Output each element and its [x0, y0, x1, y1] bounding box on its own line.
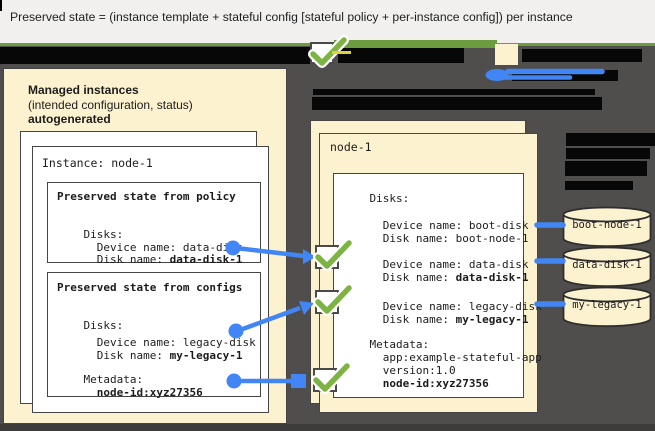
legend-highlight-tick	[332, 51, 351, 54]
redacted-bar	[565, 161, 647, 176]
autogenerated-label: autogenerated	[28, 112, 111, 126]
policy-line: Disks:	[83, 228, 124, 241]
policy-box-title: Preserved state from policy	[57, 190, 236, 203]
check-icon	[308, 35, 349, 68]
redacted-bar	[566, 133, 655, 146]
node1-line: Metadata:	[369, 338, 430, 351]
disk-label: boot-node-1	[572, 219, 642, 231]
node1-line: node-id:xyz27356	[382, 377, 489, 390]
legend-checkbox	[308, 35, 349, 68]
disk-label: my-legacy-1	[572, 299, 642, 311]
redacted-bar	[565, 181, 633, 190]
disk-cylinder-icon	[562, 246, 652, 288]
node1-title: node-1	[330, 140, 372, 154]
bottom-strip	[0, 424, 655, 431]
instance-title: Instance: node-1	[42, 156, 153, 170]
reference-dot-icon	[485, 69, 509, 81]
disk-label: data-disk-1	[572, 259, 642, 271]
configs-line: Metadata:	[83, 373, 144, 386]
configs-line: Disks:	[83, 319, 124, 332]
redacted-bar	[312, 97, 602, 110]
node1-line: Disk name: data-disk-1	[369, 271, 529, 284]
corner-mark	[0, 0, 2, 11]
redacted-bar	[566, 148, 650, 159]
node1-line: Disk name: boot-node-1	[369, 232, 529, 245]
redacted-bar	[522, 49, 642, 62]
node1-line: version:1.0	[369, 364, 456, 377]
configs-line: Device name: legacy-disk	[83, 336, 256, 349]
node1-line: Device name: boot-disk	[369, 219, 529, 232]
configs-line: Disk name: my-legacy-1	[83, 349, 243, 362]
configs-line: node-id:xyz27356	[96, 386, 203, 399]
preserved-checkbox-metadata	[311, 361, 352, 394]
disk-cylinder-icon	[562, 286, 652, 328]
legend-instance-swatch	[495, 44, 518, 65]
disk-my-legacy-1: my-legacy-1	[561, 285, 653, 329]
configs-box	[47, 272, 261, 397]
node1-line: Disk name: my-legacy-1	[369, 313, 529, 326]
page-title: Preserved state = (instance template + s…	[10, 10, 573, 24]
policy-line: Disk name: data-disk-1	[83, 253, 243, 266]
legend-green-bar	[334, 40, 497, 48]
redacted-bar	[313, 89, 595, 95]
managed-instances-subheading: (intended configuration, status)	[28, 98, 193, 112]
title-bar	[0, 0, 655, 43]
check-icon	[311, 361, 352, 394]
policy-box	[47, 182, 261, 263]
disk-cylinder-icon	[562, 206, 652, 248]
disk-data-disk-1: data-disk-1	[561, 245, 653, 289]
managed-instances-heading: Managed instances	[28, 83, 139, 97]
node1-line: Device name: data-disk	[369, 258, 529, 271]
node1-disks-box	[333, 173, 524, 398]
node1-line: Device name: legacy-disk	[369, 300, 542, 313]
redacted-bar	[512, 70, 618, 81]
check-icon	[313, 238, 354, 271]
check-icon	[313, 283, 354, 316]
disk-boot-node-1: boot-node-1	[561, 205, 653, 249]
node1-line: Disks:	[369, 192, 410, 205]
node1-line: app:example-stateful-app	[369, 351, 542, 364]
redacted-bar	[0, 47, 313, 64]
preserved-checkbox-legacy-disk	[313, 283, 354, 316]
preserved-checkbox-data-disk	[313, 238, 354, 271]
redacted-bar	[338, 48, 464, 63]
configs-box-title: Preserved state from configs	[57, 281, 243, 294]
